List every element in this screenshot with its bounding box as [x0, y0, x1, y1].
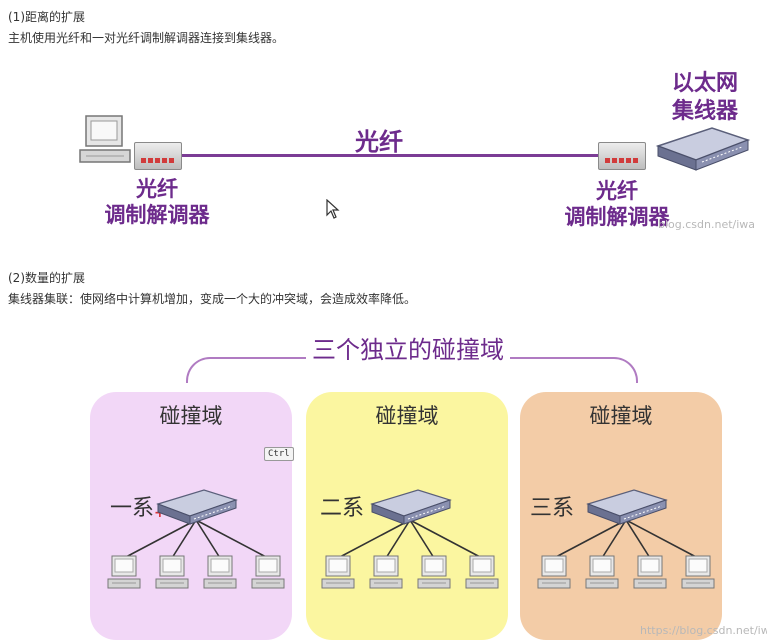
section2-heading: (2)数量的扩展	[8, 271, 85, 285]
computer-icon	[369, 555, 403, 589]
computer-icon	[251, 555, 285, 589]
hub-label: 以太网 集线器	[671, 71, 738, 124]
cable	[409, 519, 435, 559]
cable	[171, 519, 197, 559]
cable	[195, 519, 221, 559]
cable	[409, 519, 483, 559]
cable	[601, 519, 627, 559]
hub-icon	[586, 489, 668, 525]
computer-icon	[633, 555, 667, 589]
collision-title: 三个独立的碰撞域	[306, 330, 510, 365]
computer-icon	[585, 555, 619, 589]
cable	[337, 519, 411, 559]
right-modem-icon	[598, 142, 646, 170]
hub-icon	[652, 124, 752, 178]
cable	[625, 519, 699, 559]
computer-icon	[78, 114, 134, 174]
cable	[385, 519, 411, 559]
dept-label-3: 三系	[530, 496, 575, 521]
computer-icon	[537, 555, 571, 589]
watermark-bottom: https://blog.csdn.net/iwa	[640, 624, 767, 637]
computer-icon	[155, 555, 189, 589]
computer-icon	[203, 555, 237, 589]
domain-title: 碰撞域	[159, 404, 223, 428]
section1-description: 主机使用光纤和一对光纤调制解调器连接到集线器。	[8, 31, 285, 45]
hub-icon	[156, 489, 238, 525]
ctrl-badge: Ctrl	[264, 447, 294, 461]
hub-icon	[370, 489, 452, 525]
dept-label-2: 二系	[320, 496, 365, 521]
fiber-line	[182, 154, 602, 157]
left-modem-icon	[134, 142, 182, 170]
cable	[553, 519, 627, 559]
cable	[195, 519, 269, 559]
fiber-label: 光纤	[355, 128, 403, 156]
domain-title: 碰撞域	[589, 404, 653, 428]
right-modem-label: 光纤 调制解调器	[564, 179, 670, 229]
computer-icon	[417, 555, 451, 589]
computer-icon	[321, 555, 355, 589]
dept-label-1: 一系	[110, 496, 155, 521]
computer-icon	[107, 555, 141, 589]
cable	[123, 519, 197, 559]
computer-icon	[681, 555, 715, 589]
computer-icon	[465, 555, 499, 589]
domain-title: 碰撞域	[375, 404, 439, 428]
section1-heading: (1)距离的扩展	[8, 10, 85, 24]
watermark: blog.csdn.net/iwa	[658, 218, 756, 231]
mouse-cursor-icon	[326, 198, 340, 223]
section2-description: 集线器集联：使网络中计算机增加，变成一个大的冲突域，会造成效率降低。	[8, 292, 417, 306]
left-modem-label: 光纤 调制解调器	[104, 177, 210, 227]
cable	[625, 519, 651, 559]
